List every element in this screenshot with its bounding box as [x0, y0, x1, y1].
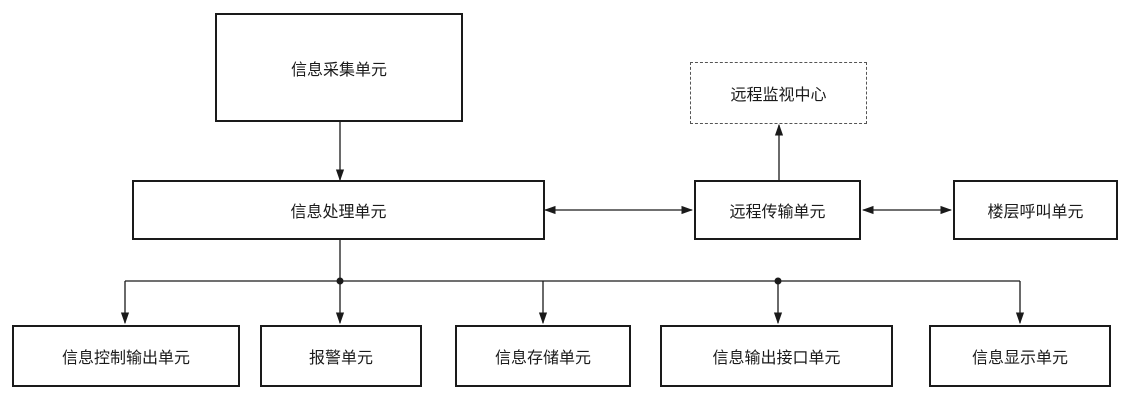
- junction-dot-left: [336, 277, 344, 285]
- node-remote-monitor: 远程监视中心: [690, 62, 867, 124]
- node-info-control-output-label: 信息控制输出单元: [61, 348, 190, 367]
- node-info-control-output: 信息控制输出单元: [12, 325, 240, 387]
- node-remote-monitor-label: 远程监视中心: [730, 85, 827, 104]
- node-info-storage-label: 信息存储单元: [494, 348, 591, 367]
- node-info-collect: 信息采集单元: [215, 13, 463, 122]
- node-info-storage: 信息存储单元: [455, 325, 631, 387]
- node-floor-call: 楼层呼叫单元: [953, 180, 1118, 240]
- node-alarm: 报警单元: [260, 325, 422, 387]
- node-floor-call-label: 楼层呼叫单元: [987, 202, 1084, 221]
- node-info-process: 信息处理单元: [132, 180, 545, 240]
- node-alarm-label: 报警单元: [308, 348, 373, 367]
- node-info-display-label: 信息显示单元: [971, 348, 1068, 367]
- node-info-process-label: 信息处理单元: [290, 202, 387, 221]
- node-info-output-interface-label: 信息输出接口单元: [712, 348, 841, 367]
- node-remote-transmit: 远程传输单元: [694, 180, 861, 240]
- node-info-display: 信息显示单元: [929, 325, 1111, 387]
- node-info-collect-label: 信息采集单元: [290, 59, 387, 79]
- junction-dot-right: [774, 277, 782, 285]
- node-info-output-interface: 信息输出接口单元: [660, 325, 893, 387]
- node-remote-transmit-label: 远程传输单元: [729, 202, 826, 221]
